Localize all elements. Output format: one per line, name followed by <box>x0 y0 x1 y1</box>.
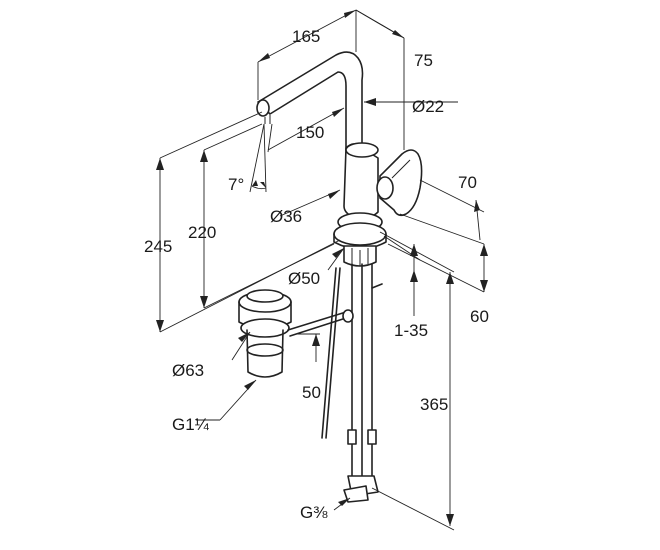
dimension-labels: 165 75 Ø22 150 7° 70 Ø36 245 220 Ø50 60 … <box>144 27 489 522</box>
label-365: 365 <box>420 395 448 414</box>
label-60: 60 <box>470 307 489 326</box>
label-75: 75 <box>414 51 433 70</box>
dimension-lines <box>156 9 488 531</box>
label-1-35: 1-35 <box>394 321 428 340</box>
label-7-degrees: 7° <box>228 175 244 194</box>
label-g-1-1-4: G1¼ <box>172 415 210 434</box>
label-dia-22: Ø22 <box>412 97 444 116</box>
label-220: 220 <box>188 223 216 242</box>
label-70: 70 <box>458 173 477 192</box>
label-dia-50: Ø50 <box>288 269 320 288</box>
label-150: 150 <box>296 123 324 142</box>
label-dia-36: Ø36 <box>270 207 302 226</box>
label-245: 245 <box>144 237 172 256</box>
label-g-3-8: G⅜ <box>300 503 328 522</box>
faucet-body <box>256 51 423 503</box>
pop-up-waste <box>238 289 354 378</box>
label-50: 50 <box>302 383 321 402</box>
label-165: 165 <box>292 27 320 46</box>
label-dia-63: Ø63 <box>172 361 204 380</box>
